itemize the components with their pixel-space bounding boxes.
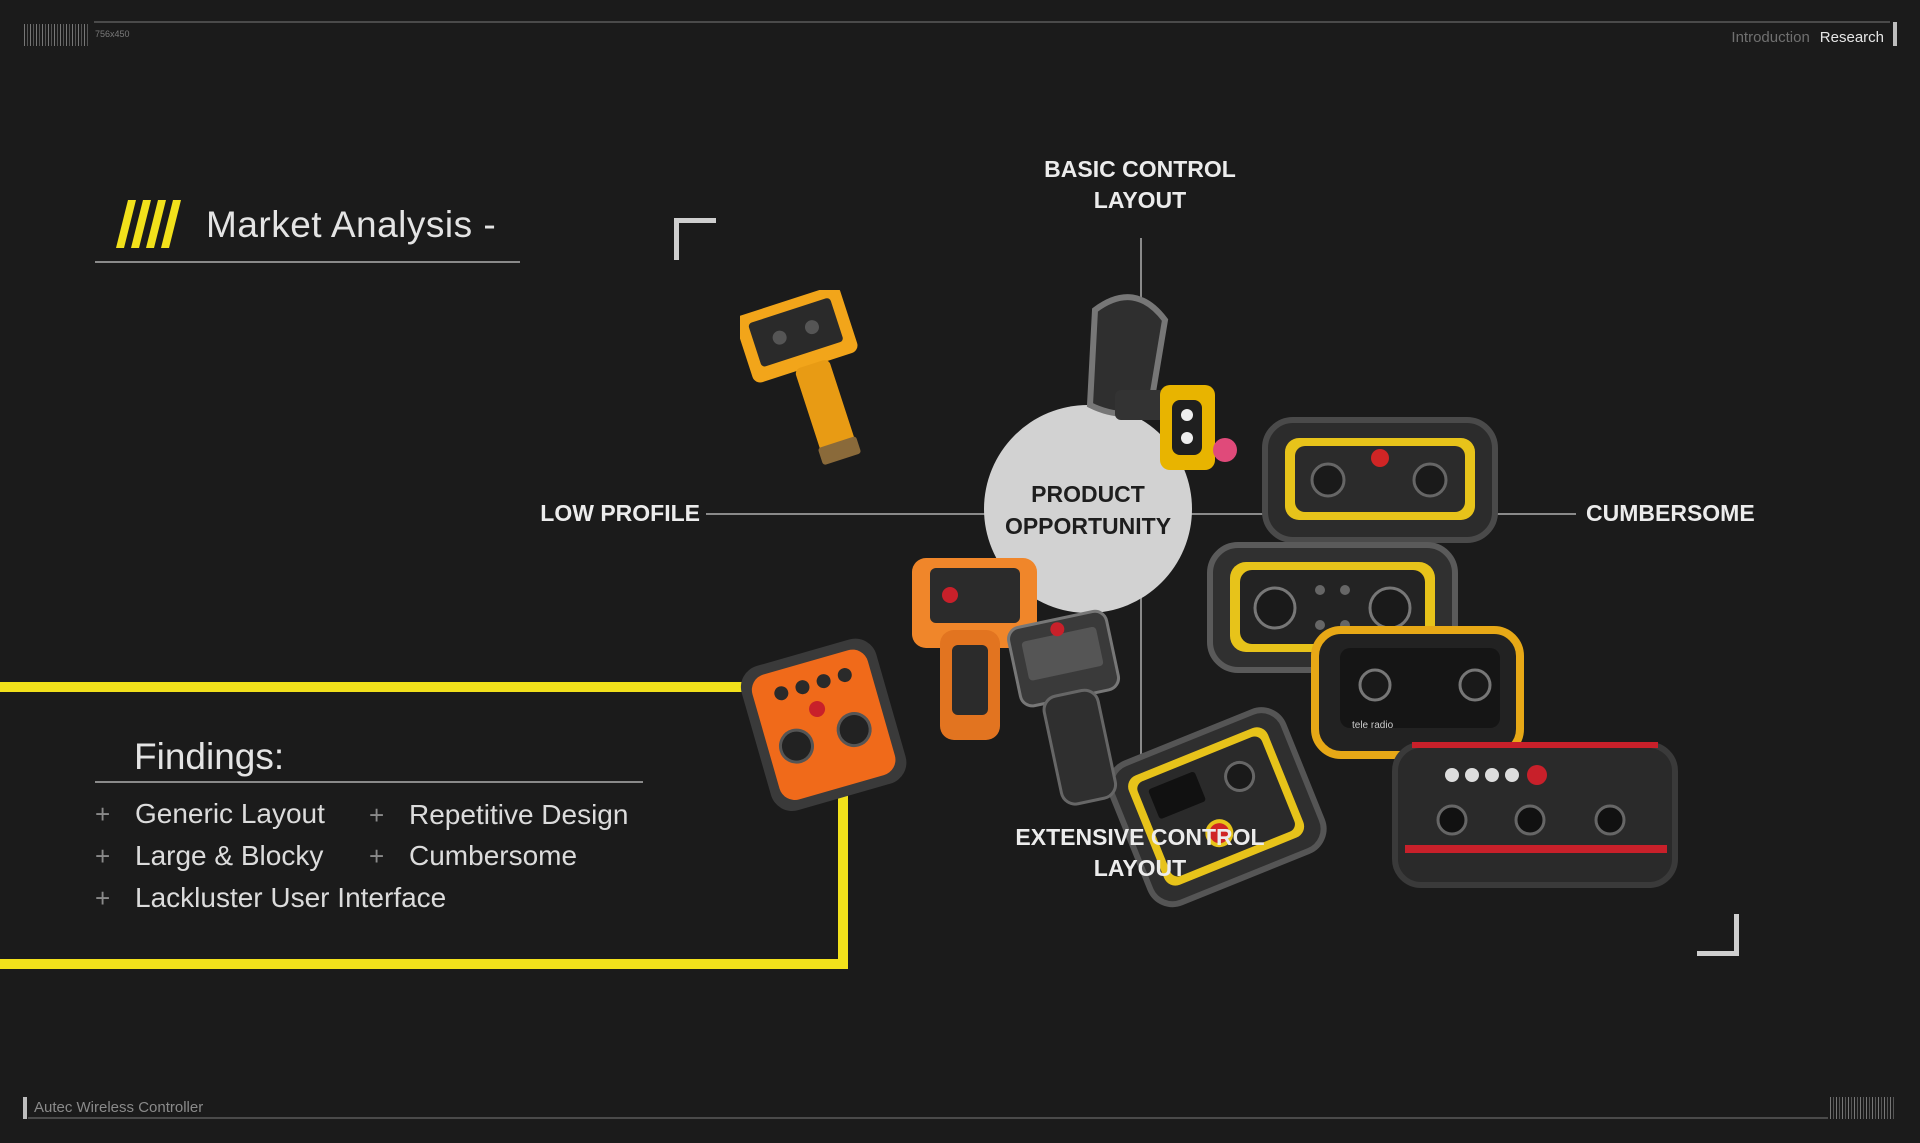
- title-underline: [95, 261, 520, 263]
- yellow-black-joystick-grip: [1086, 294, 1237, 470]
- yellow-dual-joystick-remote: [1262, 417, 1498, 543]
- axis-label-left: LOW PROFILE: [540, 500, 700, 526]
- size-label: 756x450: [95, 29, 130, 39]
- nav-research[interactable]: Research: [1819, 29, 1884, 46]
- finding-item: +Lackluster User Interface: [95, 882, 447, 913]
- yellow-single-joystick-remote: [1107, 707, 1327, 908]
- axis-label-top: BASIC CONTROL LAYOUT: [1044, 156, 1236, 213]
- finding-item: +Generic Layout: [95, 798, 325, 829]
- plus-icon: +: [95, 882, 111, 913]
- yellow-handheld-pendant: [740, 290, 861, 465]
- corner-bracket-top-left: [674, 218, 716, 260]
- tele-radio-remote: tele radio: [1311, 626, 1524, 759]
- barcode-decoration-top: [24, 24, 88, 46]
- findings-frame: [0, 682, 848, 969]
- barcode-decoration-bottom: [1830, 1097, 1896, 1119]
- axis-label-right: CUMBERSOME: [1586, 500, 1755, 526]
- nav-introduction[interactable]: Introduction: [1731, 29, 1810, 46]
- page-title: Market Analysis -: [206, 204, 497, 245]
- findings-title: Findings:: [134, 736, 285, 777]
- dark-pistol-remote: [1007, 609, 1121, 806]
- yellow-dual-joystick-remote-2: [1207, 542, 1458, 673]
- plus-icon: +: [369, 799, 385, 830]
- finding-item: +Cumbersome: [369, 840, 578, 871]
- finding-item: +Repetitive Design: [369, 799, 629, 830]
- plus-icon: +: [369, 840, 385, 871]
- bottom-divider: [28, 1117, 1828, 1119]
- top-divider: [94, 21, 1890, 23]
- orange-dual-joystick-remote: [740, 638, 907, 811]
- plus-icon: +: [95, 840, 111, 871]
- corner-bracket-bottom-right: [1697, 914, 1739, 956]
- breadcrumb-nav: Introduction Research: [1731, 29, 1884, 46]
- brand-label: tele radio: [1352, 720, 1394, 731]
- product-collage: tele radio: [740, 290, 1678, 908]
- stripes-icon: [116, 200, 181, 248]
- plus-icon: +: [95, 798, 111, 829]
- footer-title: Autec Wireless Controller: [34, 1099, 204, 1116]
- nav-marker: [1893, 22, 1897, 46]
- footer-marker: [23, 1097, 27, 1119]
- opportunity-label: PRODUCT OPPORTUNITY: [1004, 481, 1172, 539]
- orange-pistol-remote: [912, 558, 1037, 740]
- findings-underline: [95, 781, 643, 783]
- axis-label-bottom: EXTENSIVE CONTROL LAYOUT: [1015, 824, 1265, 881]
- red-three-joystick-remote: [1392, 742, 1678, 888]
- finding-item: +Large & Blocky: [95, 840, 324, 871]
